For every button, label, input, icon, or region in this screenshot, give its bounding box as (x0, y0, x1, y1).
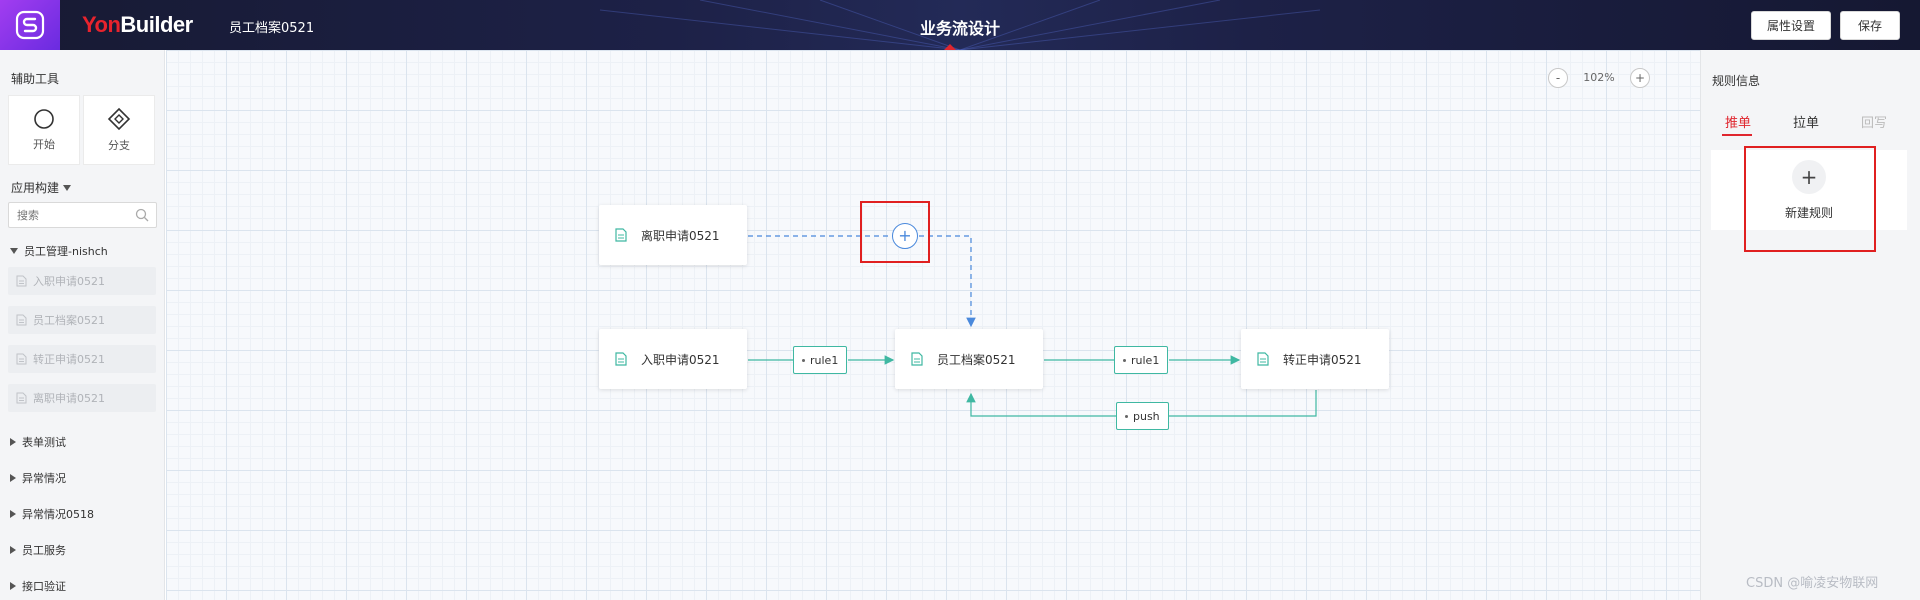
node-onboard[interactable]: 入职申请0521 (599, 329, 747, 389)
tree-group-label: 员工服务 (22, 544, 66, 557)
search-icon[interactable] (135, 208, 149, 222)
left-sidebar: 辅助工具 开始 分支 应用构建 员工管理-nishch 入职申请0521 员工档… (0, 50, 165, 600)
tree-group-label: 员工管理-nishch (24, 245, 108, 258)
tool-branch-label: 分支 (108, 139, 130, 152)
tab-write-back[interactable]: 回写 (1861, 116, 1888, 131)
node-resign[interactable]: 离职申请0521 (599, 205, 747, 265)
tab-push-order[interactable]: 推单 (1725, 116, 1752, 131)
tree-group-api-verify[interactable]: 接口验证 (10, 578, 66, 594)
node-label: 转正申请0521 (1283, 352, 1362, 367)
tree-group-employee-management[interactable]: 员工管理-nishch (10, 243, 108, 259)
bullet-dot (1123, 358, 1126, 362)
edge-resign-to-archive[interactable] (748, 235, 976, 328)
edge-label-rule1-archive[interactable]: rule1 (1114, 346, 1169, 374)
tree-item-label: 转正申请0521 (33, 353, 105, 366)
chevron-right-icon (10, 438, 16, 446)
header-background-rays (599, 0, 1321, 50)
save-button[interactable]: 保存 (1840, 11, 1900, 40)
document-icon (16, 353, 27, 365)
chevron-right-icon (10, 546, 16, 554)
edge-label-text: push (1133, 409, 1160, 423)
tree-group-label: 接口验证 (22, 580, 66, 593)
new-rule-button[interactable]: + 新建规则 (1711, 150, 1907, 230)
flow-canvas[interactable]: - 102% + 离职申请0521 入职申请0521 员工档案0521 转正申请… (166, 50, 1700, 600)
brand-wordmark: YonBuilder (82, 12, 193, 38)
circle-icon (34, 109, 54, 129)
chevron-down-icon (10, 248, 18, 254)
bullet-dot (1125, 414, 1128, 418)
chevron-down-icon (63, 184, 72, 191)
watermark: CSDN @喻凌安物联网 (1746, 576, 1879, 591)
edge-push-to-archive[interactable] (966, 392, 1116, 417)
active-tab-underline (1722, 134, 1752, 136)
node-label: 离职申请0521 (641, 228, 720, 243)
tree-group-label: 异常情况0518 (22, 508, 94, 521)
edge-label-rule1-onboard[interactable]: rule1 (793, 346, 848, 374)
right-panel: 规则信息 (1700, 50, 1920, 600)
tree-item-label: 离职申请0521 (33, 392, 105, 405)
tree-group-label: 异常情况 (22, 472, 66, 485)
tab-pull-order[interactable]: 拉单 (1793, 116, 1820, 131)
chevron-right-icon (10, 510, 16, 518)
document-icon (16, 314, 27, 326)
zoom-in-button[interactable]: + (1630, 68, 1650, 88)
tree-group-exceptions[interactable]: 异常情况 (10, 470, 66, 486)
form-document-icon (911, 352, 923, 366)
node-label: 入职申请0521 (641, 352, 720, 367)
edge-label-text: rule1 (1131, 353, 1160, 367)
tree-item-resign[interactable]: 离职申请0521 (8, 384, 156, 412)
rule-info-title: 规则信息 (1712, 74, 1761, 88)
document-icon (16, 275, 27, 287)
add-rule-on-edge-button[interactable]: + (892, 223, 918, 249)
edge-label-text: rule1 (810, 353, 839, 367)
tree-item-label: 入职申请0521 (33, 275, 105, 288)
form-document-icon (615, 228, 627, 242)
tree-item-archive[interactable]: 员工档案0521 (8, 306, 156, 334)
brand-builder: Builder (120, 12, 193, 37)
tree-item-onboard[interactable]: 入职申请0521 (8, 267, 156, 295)
edge-regular-to-push[interactable] (1169, 390, 1317, 417)
chevron-right-icon (10, 474, 16, 482)
bullet-dot (802, 358, 805, 362)
plus-icon: + (1792, 159, 1826, 194)
app-build-dropdown[interactable]: 应用构建 (11, 179, 72, 196)
form-document-icon (615, 352, 627, 366)
flow-connectors (748, 235, 1317, 417)
zoom-level: 102% (1583, 71, 1615, 84)
app-name: 员工档案0521 (229, 21, 315, 36)
tool-branch[interactable]: 分支 (83, 95, 155, 165)
tree-item-regular[interactable]: 转正申请0521 (8, 345, 156, 373)
tree-group-exceptions-0518[interactable]: 异常情况0518 (10, 506, 94, 522)
title-indicator (944, 44, 956, 50)
tree-group-label: 表单测试 (22, 436, 66, 449)
node-archive[interactable]: 员工档案0521 (895, 329, 1043, 389)
tool-start-label: 开始 (33, 138, 55, 151)
search-input[interactable] (8, 202, 157, 228)
chevron-right-icon (10, 582, 16, 590)
app-logo[interactable] (0, 0, 60, 50)
tree-group-form-test[interactable]: 表单测试 (10, 434, 66, 450)
yonbuilder-logo-icon (15, 10, 45, 40)
tree-item-label: 员工档案0521 (33, 314, 105, 327)
property-settings-button[interactable]: 属性设置 (1751, 11, 1831, 40)
tree-group-employee-service[interactable]: 员工服务 (10, 542, 66, 558)
edge-label-push[interactable]: push (1116, 402, 1169, 430)
app-build-title: 应用构建 (11, 181, 60, 195)
document-icon (16, 392, 27, 404)
top-bar: YonBuilder 员工档案0521 业务流设计 属性设置 保存 (0, 0, 1920, 50)
tools-section-title: 辅助工具 (11, 72, 60, 86)
tool-start[interactable]: 开始 (8, 95, 80, 165)
node-regular[interactable]: 转正申请0521 (1241, 329, 1389, 389)
diamond-icon (107, 107, 131, 131)
brand-yon: Yon (82, 12, 121, 37)
new-rule-label: 新建规则 (1784, 205, 1833, 220)
node-label: 员工档案0521 (937, 352, 1016, 367)
zoom-out-button[interactable]: - (1548, 68, 1568, 88)
form-document-icon (1257, 352, 1269, 366)
